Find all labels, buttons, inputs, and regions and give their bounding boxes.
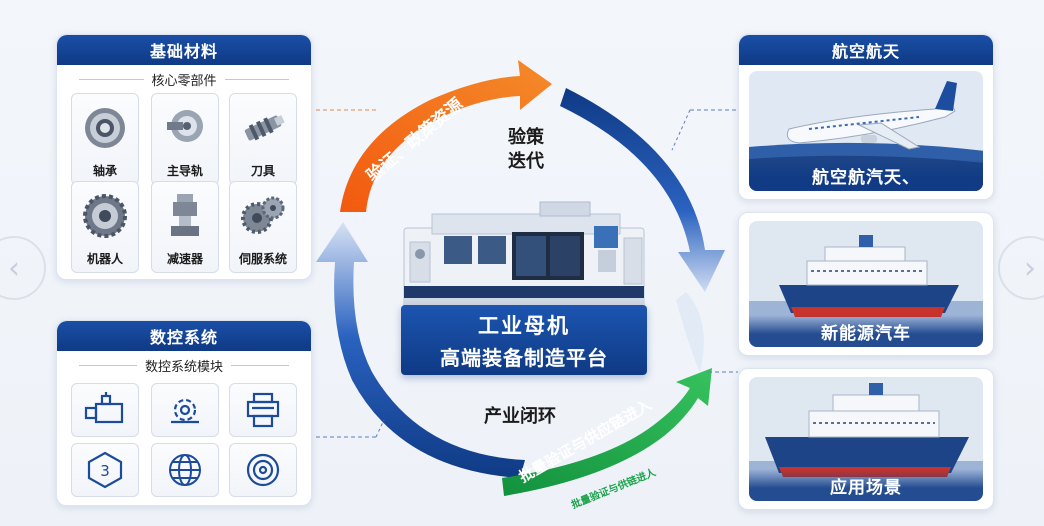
base-materials-panel: 基础材料 核心零部件 轴承 主导轨 刀具 (56, 34, 312, 280)
top-cycle-label: 验策 迭代 (508, 127, 544, 172)
ship-scene: 新能源汽车 (749, 221, 983, 347)
globe-network-icon (169, 454, 201, 486)
guide-rail-icon (167, 110, 203, 142)
cnc-machine-illustration (403, 201, 645, 311)
bottom-cycle-label: 产业闭环 (484, 406, 556, 427)
part-servo[interactable]: 伺服系统 (229, 181, 297, 273)
bearing-icon (85, 108, 125, 148)
servo-gear-icon (241, 196, 285, 234)
module-cell-2[interactable] (151, 383, 219, 437)
aerospace-title: 航空航天 (739, 35, 993, 65)
airplane-scene: 航空航汽天、 (749, 71, 983, 191)
center-platform-label: 工业母机 高端装备制造平台 (401, 305, 647, 375)
ev-scene-label: 新能源汽车 (749, 315, 983, 347)
robot-gear-icon (83, 194, 127, 238)
printer-module-icon (246, 392, 280, 428)
ev-panel: 新能源汽车 (738, 212, 994, 356)
base-materials-title: 基础材料 (57, 35, 311, 65)
application-panel: 应用场景 (738, 368, 994, 510)
right-blue-arrow (560, 88, 725, 292)
part-reducer[interactable]: 减速器 (151, 181, 219, 273)
part-robot[interactable]: 机器人 (71, 181, 139, 273)
cnc-system-panel: 数控系统 数控系统模块 3 (56, 320, 312, 506)
target-ring-icon (246, 453, 280, 487)
module-cell-1[interactable] (71, 383, 139, 437)
module-cell-6[interactable] (229, 443, 297, 497)
cruise-scene: 应用场景 (749, 377, 983, 501)
part-cutting-tool[interactable]: 刀具 (229, 93, 297, 185)
cnc-system-title: 数控系统 (57, 321, 311, 351)
reducer-icon (171, 194, 199, 236)
module-cell-3[interactable] (229, 383, 297, 437)
svg-text:3: 3 (100, 462, 110, 480)
aerospace-panel: 航空航天 航空航汽天、 (738, 34, 994, 200)
left-blue-arrow (316, 222, 525, 478)
application-scene-label: 应用场景 (749, 469, 983, 501)
part-bearing[interactable]: 轴承 (71, 93, 139, 185)
aerospace-scene-label: 航空航汽天、 (749, 159, 983, 191)
machine-module-icon (84, 392, 124, 424)
cutting-tool-icon (244, 115, 285, 141)
cnc-module-subtitle: 数控系统模块 (71, 357, 297, 375)
module-cell-4[interactable]: 3 (71, 443, 139, 497)
core-parts-subtitle: 核心零部件 (71, 71, 297, 89)
gear-settings-icon (171, 398, 199, 424)
orange-arrow (340, 60, 552, 212)
part-guide-rail[interactable]: 主导轨 (151, 93, 219, 185)
hex-three-icon: 3 (87, 451, 123, 489)
green-arrow (502, 368, 712, 496)
module-cell-5[interactable] (151, 443, 219, 497)
